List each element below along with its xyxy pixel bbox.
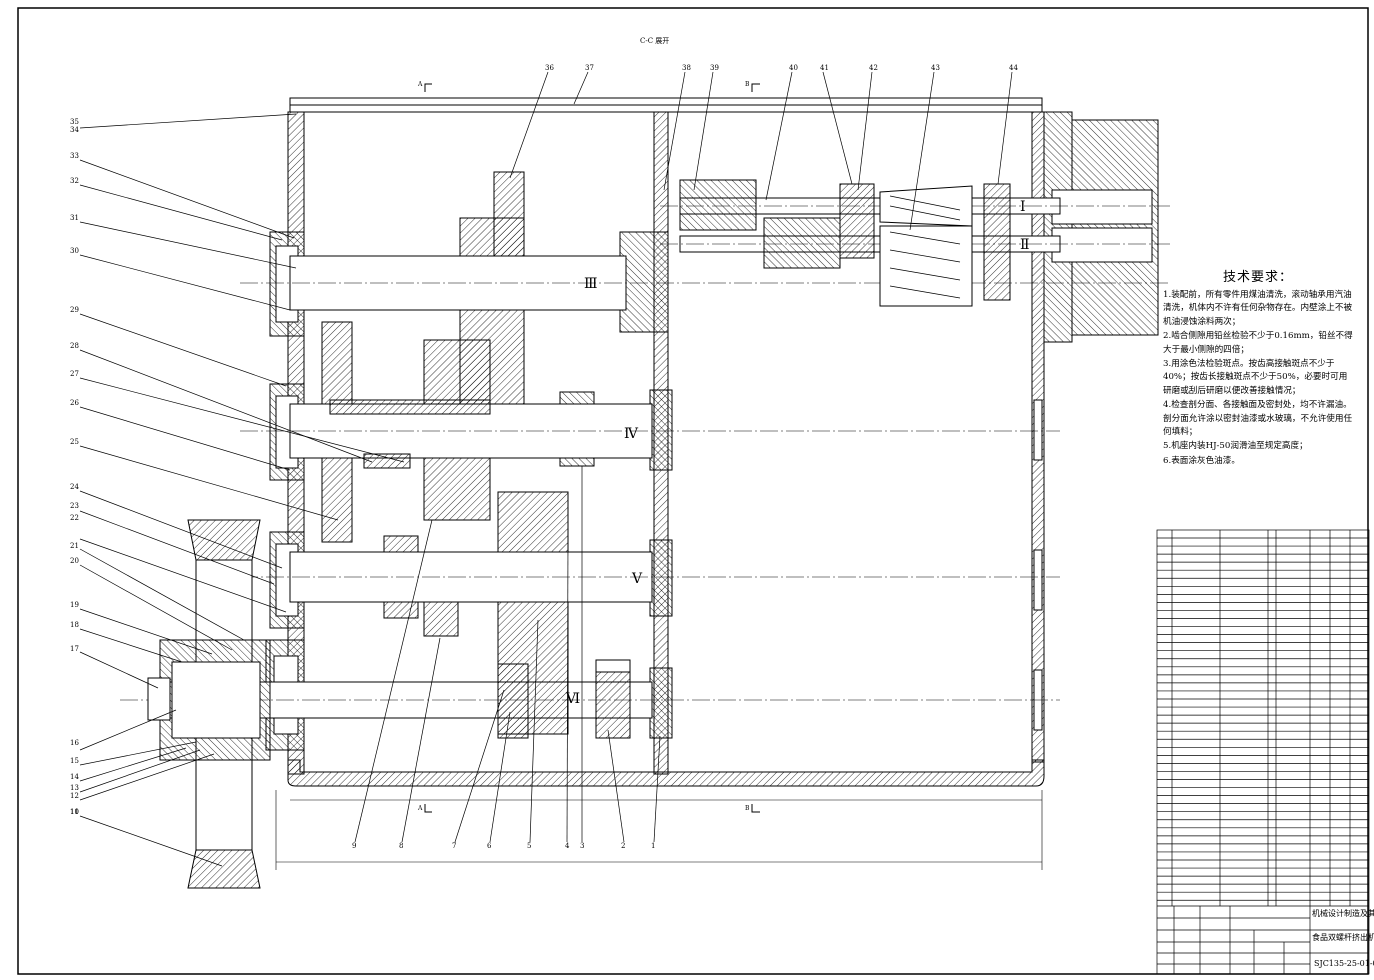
balloon-number: 20: [70, 557, 79, 565]
balloon-number: 18: [70, 621, 79, 629]
leader-lines-bottom: [354, 466, 661, 843]
shaft-label-5: Ⅴ: [631, 571, 643, 587]
balloon-number: 44: [1009, 64, 1018, 72]
requirement-item: 1.装配前，所有零件用煤油清洗，滚动轴承用汽油清洗，机体内不许有任何杂物存在。内…: [1163, 290, 1353, 327]
shaft-label-6: Ⅵ: [565, 691, 580, 707]
requirement-item: 5.机座内装HJ-50润滑油至规定高度；: [1163, 441, 1308, 452]
balloon-number: 3: [580, 842, 584, 850]
section-marks: [424, 83, 760, 813]
balloon-number: 10: [70, 808, 79, 816]
balloon-number: 13: [70, 784, 79, 792]
balloon-number: 15: [70, 757, 79, 765]
balloon-number: 16: [70, 739, 79, 747]
parts-list: [1156, 529, 1370, 975]
balloon-number: 19: [70, 601, 79, 609]
section-mark-b-top: B: [745, 81, 750, 88]
balloon-number: 5: [527, 842, 531, 850]
balloons-bottom: 9 8 7 6 5 4 3 2 1: [352, 842, 655, 850]
sheet-border: [17, 7, 1369, 975]
balloon-number: 33: [70, 152, 79, 160]
balloon-number: 23: [70, 502, 79, 510]
balloon-number: 26: [70, 399, 79, 407]
balloon-number: 25: [70, 438, 79, 446]
balloon-number: 4: [565, 842, 570, 850]
dimension-lines: [275, 790, 1043, 870]
balloon-number: 24: [70, 483, 79, 491]
balloon-number: 43: [931, 64, 940, 72]
balloon-number: 1: [651, 842, 655, 850]
shaft-label-3: Ⅲ: [584, 276, 598, 292]
shaft-label-1: Ⅰ: [1020, 199, 1026, 215]
balloon-number: 7: [452, 842, 456, 850]
gears: [321, 171, 631, 739]
balloon-number: 21: [70, 542, 79, 550]
balloon-number: 11: [70, 808, 79, 816]
balloon-number: 35: [70, 118, 79, 126]
pulley: [147, 519, 271, 889]
requirement-item: 6.表面涂灰色油漆。: [1163, 455, 1240, 466]
balloon-number: 2: [621, 842, 625, 850]
balloon-number: 14: [70, 773, 79, 781]
title-block-drawing-no: SJC135-25-01-00: [1314, 959, 1374, 968]
balloon-number: 30: [70, 247, 79, 255]
balloon-number: 12: [70, 792, 79, 800]
balloon-number: 32: [70, 177, 79, 185]
balloon-number: 31: [70, 214, 79, 222]
balloon-number: 37: [585, 64, 594, 72]
shaft-label-2: Ⅱ: [1020, 237, 1030, 253]
balloon-number: 17: [70, 645, 79, 653]
balloon-number: 39: [710, 64, 719, 72]
balloon-number: 40: [789, 64, 798, 72]
leader-lines-top: [509, 71, 1013, 231]
balloon-number: 9: [352, 842, 356, 850]
requirement-item: 3.用涂色法检验斑点。按齿高接触斑点不少于40%；按齿长接触斑点不少于50%，必…: [1163, 359, 1348, 396]
shaft-label-4: Ⅳ: [624, 426, 639, 442]
section-mark-a-bottom: A: [417, 805, 423, 812]
balloon-number: 27: [70, 370, 79, 378]
section-mark-a-top: A: [417, 81, 423, 88]
balloon-number: 29: [70, 306, 79, 314]
balloon-number: 8: [399, 842, 403, 850]
balloon-number: 22: [70, 514, 79, 522]
balloon-number: 6: [487, 842, 492, 850]
balloon-number: 42: [869, 64, 878, 72]
balloon-number: 28: [70, 342, 79, 350]
technical-requirements: 技术要求： 1.装配前，所有零件用煤油清洗，滚动轴承用汽油清洗，机体内不许有任何…: [1163, 266, 1353, 469]
balloon-number: 38: [682, 64, 691, 72]
input-shaft-parts: [679, 179, 1011, 307]
requirement-item: 4.检查剖分面、各接触面及密封处，均不许漏油。剖分面允许涂以密封油漆或水玻璃，不…: [1163, 400, 1353, 438]
section-label: C-C 展开: [640, 37, 669, 45]
section-mark-b-bottom: B: [745, 805, 750, 812]
balloon-number: 41: [820, 64, 829, 72]
balloons-top: 36 37 38 39 40 41 42 43 44: [545, 64, 1018, 72]
leader-lines-left: [79, 113, 405, 867]
title-block-school: 机械设计制造及其自动化 机制08-1班: [1312, 908, 1374, 918]
requirement-item: 2.啮合侧隙用铅丝检验不少于0.16mm，铅丝不得大于最小侧隙的四倍；: [1163, 331, 1353, 355]
balloon-number: 34: [70, 126, 79, 134]
requirements-title: 技术要求：: [1222, 270, 1293, 285]
title-block-drawing-title: 食品双螺杆挤出机传动系统: [1312, 932, 1374, 942]
balloon-number: 36: [545, 64, 554, 72]
